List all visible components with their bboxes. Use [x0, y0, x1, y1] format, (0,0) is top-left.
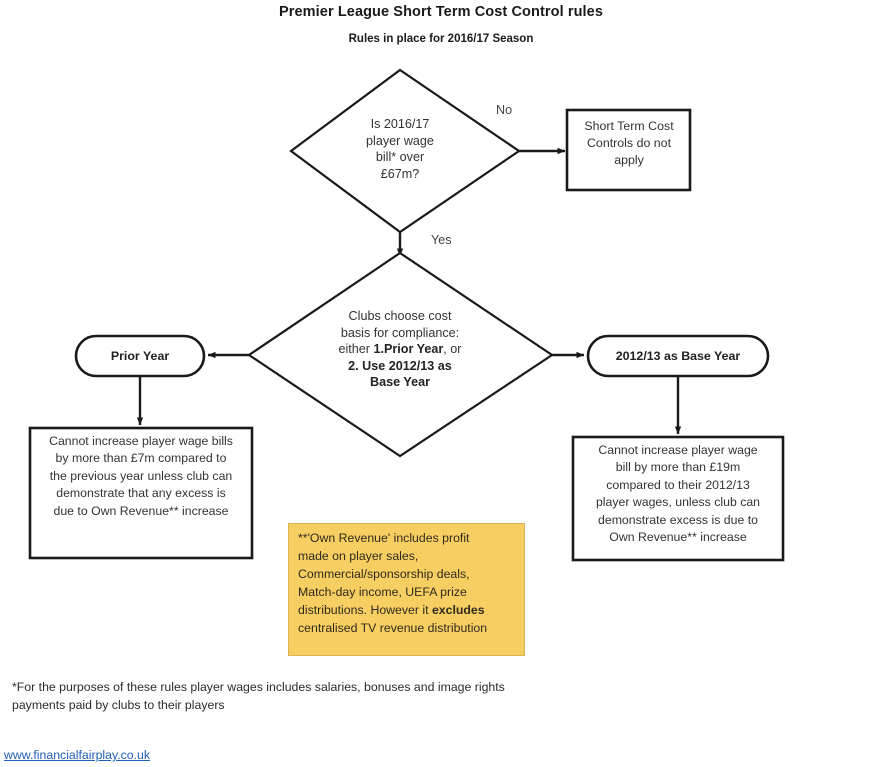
decision-2-line-3-plain: either	[338, 342, 374, 357]
own-revenue-note-text: **'Own Revenue' includes profit made on …	[298, 530, 520, 638]
rule-box-prior-year-text: Cannot increase player wage bills by mor…	[36, 433, 246, 520]
decision-2-line-2: basis for compliance:	[340, 325, 460, 340]
decision-1-line-4: £67m?	[380, 166, 420, 181]
decision-diamond-cost-basis[interactable]	[247, 251, 554, 458]
rule-left-line-4: demonstrate that any excess is	[56, 486, 226, 501]
decision-1-line-1: Is 2016/17	[370, 117, 430, 131]
outcome-line-2: Controls do not	[586, 135, 672, 150]
rule-left-line-1: Cannot increase player wage bills	[49, 434, 233, 448]
rule-right-line-2: bill by more than £19m	[615, 460, 741, 475]
option-pill-prior-year-label: Prior Year	[110, 349, 170, 363]
branch-label-yes: Yes	[431, 233, 452, 247]
note-line-3: Commercial/sponsorship deals,	[298, 566, 470, 581]
outcome-box-no-controls[interactable]	[565, 108, 692, 192]
note-line-5-bold: excludes	[431, 602, 485, 617]
branch-label-no: No	[496, 103, 513, 117]
outcome-line-3: apply	[614, 152, 644, 167]
rule-box-prior-year[interactable]	[28, 426, 254, 560]
footnote-line-2: payments paid by clubs to their players	[12, 697, 225, 712]
rule-right-line-5: demonstrate excess is due to	[598, 512, 758, 527]
rule-left-line-3: the previous year unless club can	[49, 468, 233, 483]
rule-right-line-6: Own Revenue** increase	[609, 530, 747, 545]
decision-2-line-4-bold: 2. Use 2012/13 as	[348, 358, 452, 373]
decision-2-line-1: Clubs choose cost	[348, 309, 452, 323]
rule-box-base-year-text: Cannot increase player wage bill by more…	[579, 442, 777, 547]
rule-left-line-2: by more than £7m compared to	[55, 451, 227, 466]
decision-2-text: Clubs choose cost basis for compliance: …	[300, 308, 500, 391]
decision-2-line-3-tail: , or	[443, 342, 462, 357]
decision-2-line-5-bold: Base Year	[370, 375, 430, 390]
rule-right-line-3: compared to their 2012/13	[606, 477, 750, 492]
option-pill-base-year-label: 2012/13 as Base Year	[615, 349, 741, 363]
decision-2-line-4: 2. Use 2012/13 as	[300, 358, 500, 375]
note-line-4: Match-day income, UEFA prize	[298, 584, 467, 599]
footnote-line-1: *For the purposes of these rules player …	[12, 680, 505, 694]
decision-2-line-3-bold: 1.Prior Year	[373, 342, 444, 357]
page-title: Premier League Short Term Cost Control r…	[278, 4, 603, 20]
page-subtitle: Rules in place for 2016/17 Season	[348, 33, 534, 45]
decision-1-line-2: player wage	[366, 133, 434, 148]
outcome-box-text: Short Term Cost Controls do not apply	[572, 118, 686, 169]
note-line-1: **'Own Revenue' includes profit	[298, 531, 470, 545]
outcome-line-1: Short Term Cost	[584, 119, 674, 133]
rule-right-line-1: Cannot increase player wage	[598, 443, 758, 457]
note-line-2: made on player sales,	[298, 548, 419, 563]
source-website-link[interactable]: www.financialfairplay.co.uk	[4, 748, 151, 762]
footnote-text: *For the purposes of these rules player …	[12, 679, 572, 715]
note-line-5: distributions. However it excludes	[298, 602, 520, 620]
rule-right-line-4: player wages, unless club can	[595, 495, 761, 510]
rule-box-base-year[interactable]	[571, 435, 785, 562]
note-line-5-plain: distributions. However it	[298, 602, 432, 617]
decision-2-line-5: Base Year	[300, 374, 500, 391]
decision-1-text: Is 2016/17 player wage bill* over £67m?	[310, 116, 490, 182]
decision-2-line-3: either 1.Prior Year, or	[300, 341, 500, 358]
own-revenue-note-box	[288, 523, 525, 656]
rule-left-line-5: due to Own Revenue** increase	[53, 503, 229, 518]
decision-1-line-3: bill* over	[375, 150, 425, 165]
note-line-6: centralised TV revenue distribution	[298, 620, 488, 635]
